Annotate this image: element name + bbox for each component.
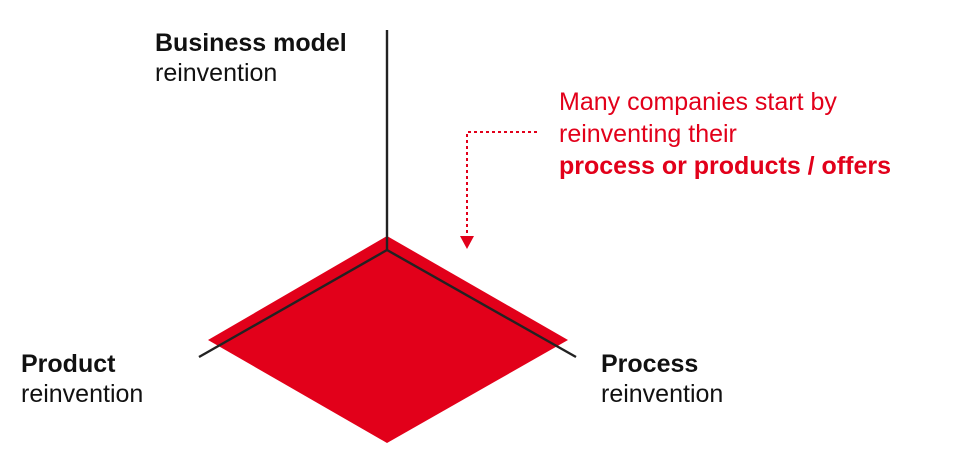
business-model-title: Business model	[155, 29, 347, 57]
business-model-subtitle: reinvention	[155, 59, 278, 87]
callout-line-3: process or products / offers	[559, 152, 892, 180]
product-axis	[198, 248, 388, 359]
process-title: Process	[601, 350, 699, 378]
reinvention-diamond	[208, 236, 568, 443]
callout-dotted-arrow	[466, 131, 537, 236]
product-label: Product reinvention	[21, 349, 143, 409]
product-title: Product	[21, 350, 116, 378]
callout-text: Many companies start by reinventing thei…	[559, 86, 891, 182]
business-model-label: Business model reinvention	[155, 28, 347, 88]
arrow-down-icon	[460, 236, 474, 249]
callout-line-2: reinventing their	[559, 120, 737, 148]
process-axis	[386, 248, 577, 359]
product-subtitle: reinvention	[21, 380, 144, 408]
callout-line-1: Many companies start by	[559, 88, 837, 116]
process-subtitle: reinvention	[601, 380, 724, 408]
process-label: Process reinvention	[601, 349, 723, 409]
